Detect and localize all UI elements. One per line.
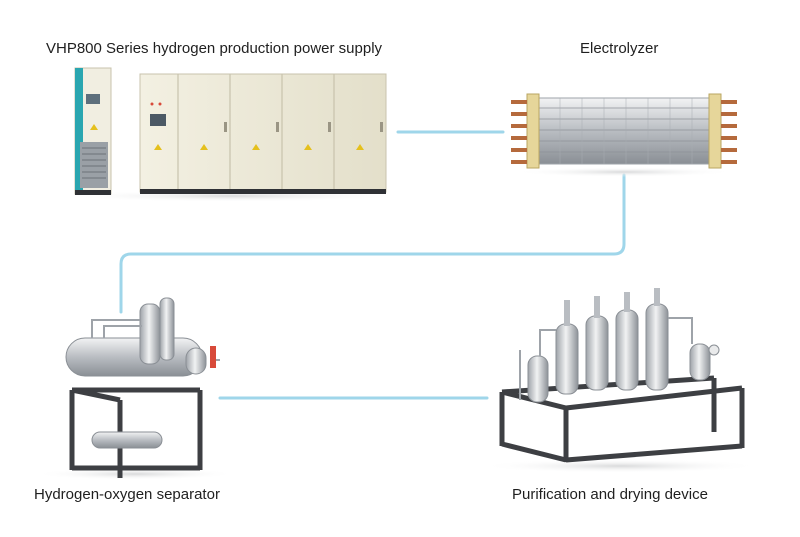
separator-label: Hydrogen-oxygen separator <box>34 486 220 503</box>
connector-electrolyzer-to-separator <box>119 173 626 314</box>
electrolyzer-image <box>511 93 737 177</box>
power-supply-image <box>62 67 402 202</box>
purification-image <box>480 288 760 473</box>
connector-lines <box>119 130 626 400</box>
electrolyzer-label: Electrolyzer <box>580 40 659 57</box>
power-supply-label: VHP800 Series hydrogen production power … <box>46 40 383 57</box>
purification-label: Purification and drying device <box>512 486 708 503</box>
separator-image <box>35 297 235 480</box>
